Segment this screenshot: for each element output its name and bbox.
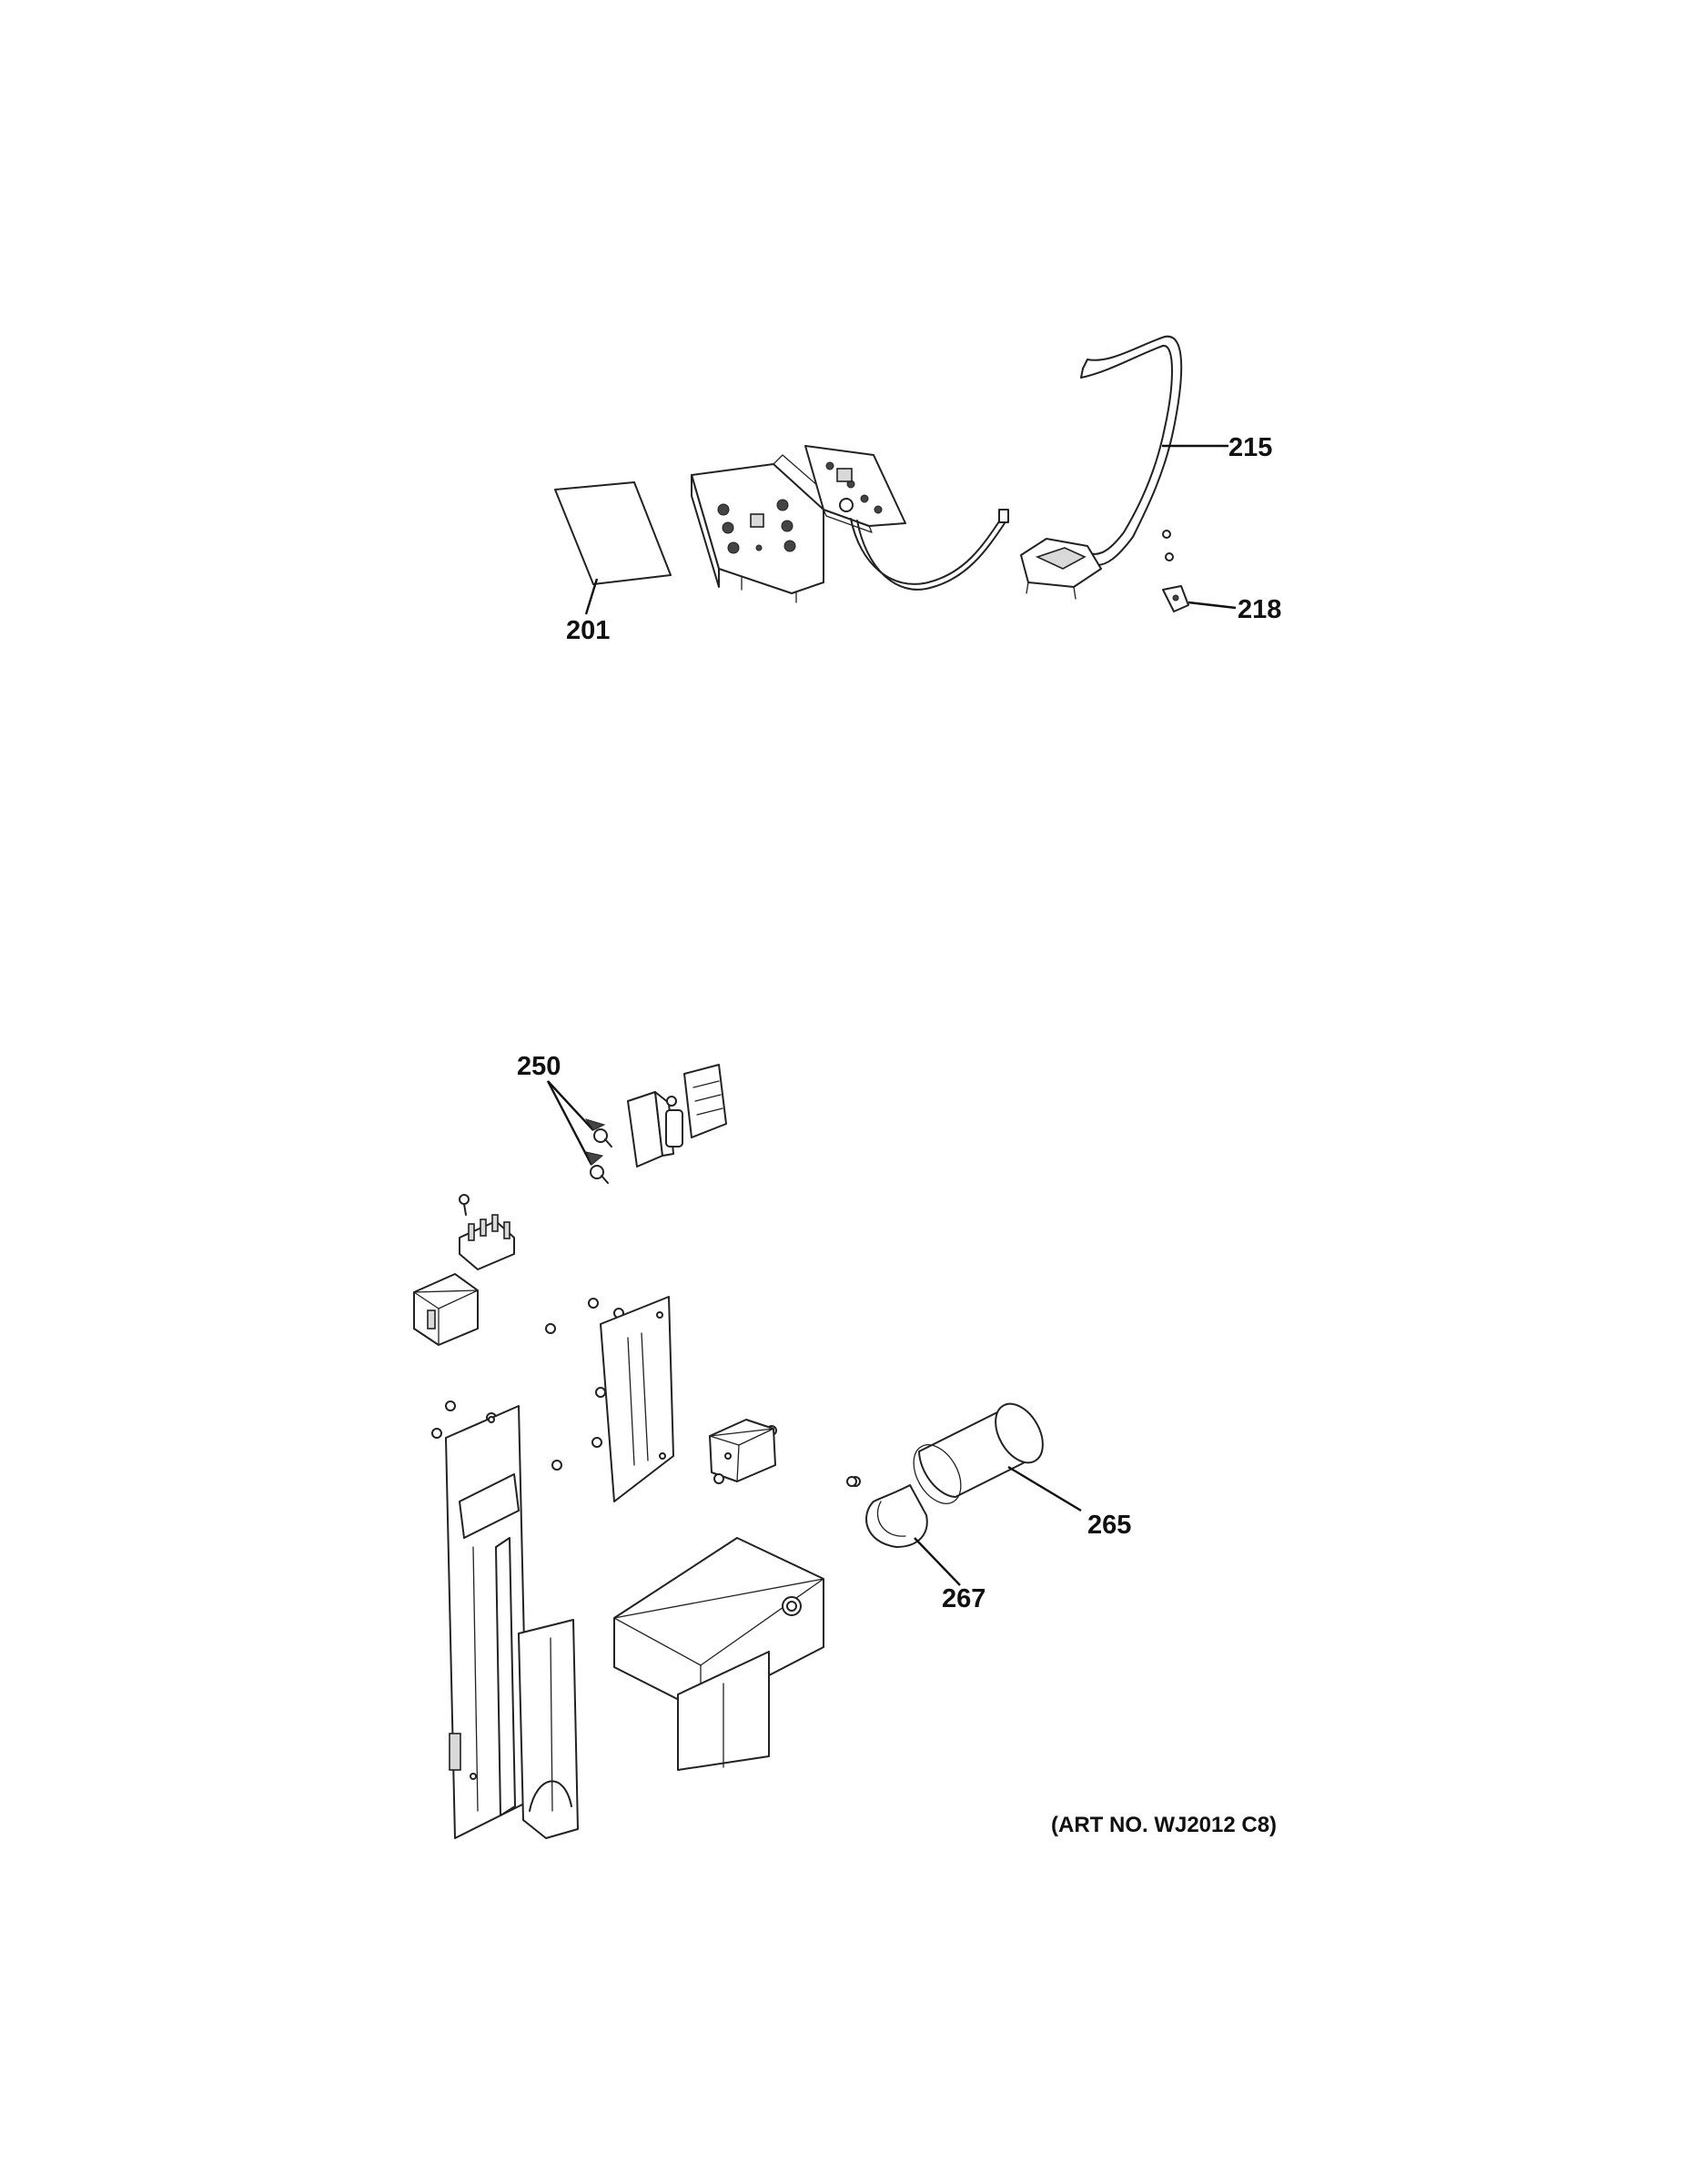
transformer	[709, 1419, 776, 1484]
callout-265: 265	[1087, 1511, 1131, 1540]
part-265-capacitor	[913, 1402, 1082, 1512]
control-panel-housing	[691, 454, 834, 603]
terminal-block	[459, 1194, 515, 1270]
control-box	[613, 1537, 824, 1771]
part-218-clip	[1162, 585, 1237, 612]
callout-267: 267	[942, 1584, 986, 1613]
callout-218: 218	[1238, 595, 1281, 624]
part-201-overlay-sheet	[554, 481, 672, 615]
narrow-bracket	[518, 1619, 579, 1839]
art-number: (ART NO. WJ2012 C8)	[1051, 1813, 1277, 1837]
part-250-screws	[546, 1080, 612, 1184]
left-channel-bracket	[445, 1405, 529, 1839]
part-267-capacitor-strap	[846, 1476, 961, 1586]
callout-215: 215	[1228, 433, 1272, 462]
callout-250: 250	[517, 1052, 561, 1081]
relay	[413, 1273, 479, 1346]
switch-bracket	[627, 1064, 727, 1168]
control-board	[804, 445, 906, 533]
callout-201: 201	[566, 616, 610, 645]
part-215-wire-harness	[1020, 335, 1228, 600]
mounting-plate	[600, 1296, 674, 1502]
